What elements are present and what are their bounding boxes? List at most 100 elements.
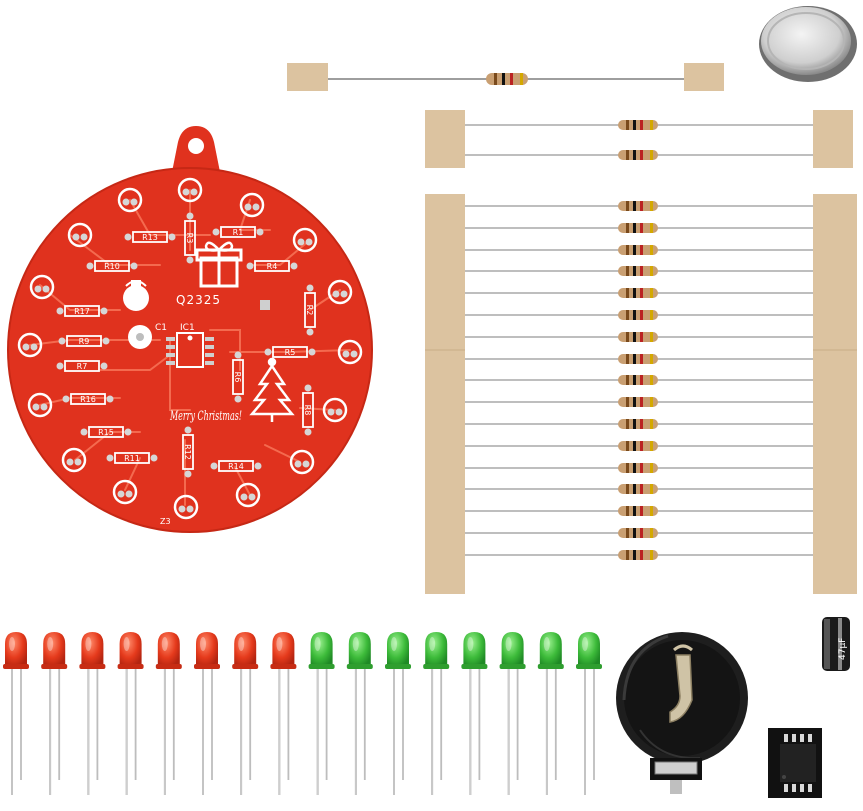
pcb-resistor-footprint [304,284,316,336]
pcb-resistor-label: R15 [98,428,114,437]
pcb-resistor-footprint [264,346,316,358]
pcb-led-footprint [117,187,143,213]
pcb-resistor-footprint [58,335,110,347]
led-red [194,632,220,795]
pcb-resistor-footprint [232,351,244,403]
resistor [465,528,813,538]
pcb-led-footprint [173,494,199,520]
pcb-resistor-footprint [80,426,132,438]
pcb-resistor-label: R8 [303,405,312,416]
led-red [232,632,259,795]
pcb-resistor-label: R12 [183,444,192,460]
led-green [537,632,564,795]
pcb-resistor-label: R10 [104,262,120,271]
pcb-resistor-label: R2 [305,305,314,316]
pcb-resistor-label: R5 [285,348,296,357]
led-red [117,632,144,795]
led-red [270,632,297,795]
pcb-cap-label: C1 [155,323,167,333]
pcb-resistor-footprint [86,260,138,272]
resistor [465,120,813,130]
pcb-resistor-label: R3 [185,233,194,244]
electrolytic-capacitor: 47µF [822,617,850,671]
resistor [465,506,813,516]
led-green [499,632,526,795]
pcb-resistor-label: R11 [124,454,140,463]
resistor [465,266,813,276]
pcb-ic1-footprint [166,332,214,368]
pcb-resistor-label: R14 [228,462,244,471]
resistor-strip-top [425,110,853,168]
resistor-rows [465,120,813,560]
pcb-resistor-footprint [182,426,194,478]
pcb-resistor-footprint [56,360,108,372]
pcb-resistor-footprint [302,384,314,436]
pcb-led-footprint [292,227,318,253]
pcb-led-footprint [112,479,138,505]
resistor [465,419,813,429]
pcb-resistor-footprint [106,452,158,464]
battery-holder [616,632,748,794]
gift-icon [195,241,243,288]
resistor-single [287,63,724,91]
resistor [465,288,813,298]
pcb-resistor-label: R6 [233,372,242,383]
led-red [41,632,68,795]
pcb-ic-label: IC1 [180,323,195,333]
resistor [465,332,813,342]
pcb-led-footprint [29,274,55,300]
resistor [465,441,813,451]
pcb-resistor-footprint [62,393,114,405]
resistor [465,201,813,211]
pcb-resistor-footprint [56,305,108,317]
led-row [3,632,602,795]
resistor [465,484,813,494]
pcb-led-footprint [322,397,348,423]
capacitor-label: 47µF [838,638,848,660]
led-red [3,632,29,795]
pcb-led-footprint [235,482,261,508]
pcb-resistor-footprint [184,212,196,264]
pcb-led-footprint [67,222,93,248]
resistor [465,245,813,255]
pcb-led-footprint [239,192,265,218]
pcb-resistor-footprint [210,460,262,472]
resistor [465,310,813,320]
led-red [155,632,182,795]
pcb-resistor-footprint [212,226,264,238]
christmas-tree-icon [249,357,295,422]
led-green [385,632,411,795]
led-red [79,632,106,795]
pcb-greeting: Merry Christmas! [169,409,242,424]
pcb-led-footprint [337,339,363,365]
led-green [308,632,335,795]
resistor [465,375,813,385]
pcb-led-footprints [17,177,363,520]
pcb-led-footprint [177,177,203,203]
pcb-resistor-footprint [124,231,176,243]
pcb-led-footprint [17,332,43,358]
resistor [465,463,813,473]
pcb-led-footprint [327,279,353,305]
coin-cell-battery [759,6,857,82]
pcb-resistor-label: R9 [79,337,90,346]
led-green [461,632,488,795]
pcb-led-footprint [289,449,315,475]
pcb-resistor-footprint [246,260,298,272]
ic-chip [768,728,822,798]
resistor [465,223,813,233]
resistor [465,150,813,160]
resistor [465,397,813,407]
pcb-led-footprint [61,447,87,473]
resistor [465,354,813,364]
pcb-led-footprint [27,392,53,418]
led-green [346,632,373,795]
pcb-resistor-label: R17 [74,307,90,316]
led-green [423,632,450,795]
resistor [465,550,813,560]
pcb-resistor-label: R7 [77,362,88,371]
resistor-strip-main [425,194,857,594]
